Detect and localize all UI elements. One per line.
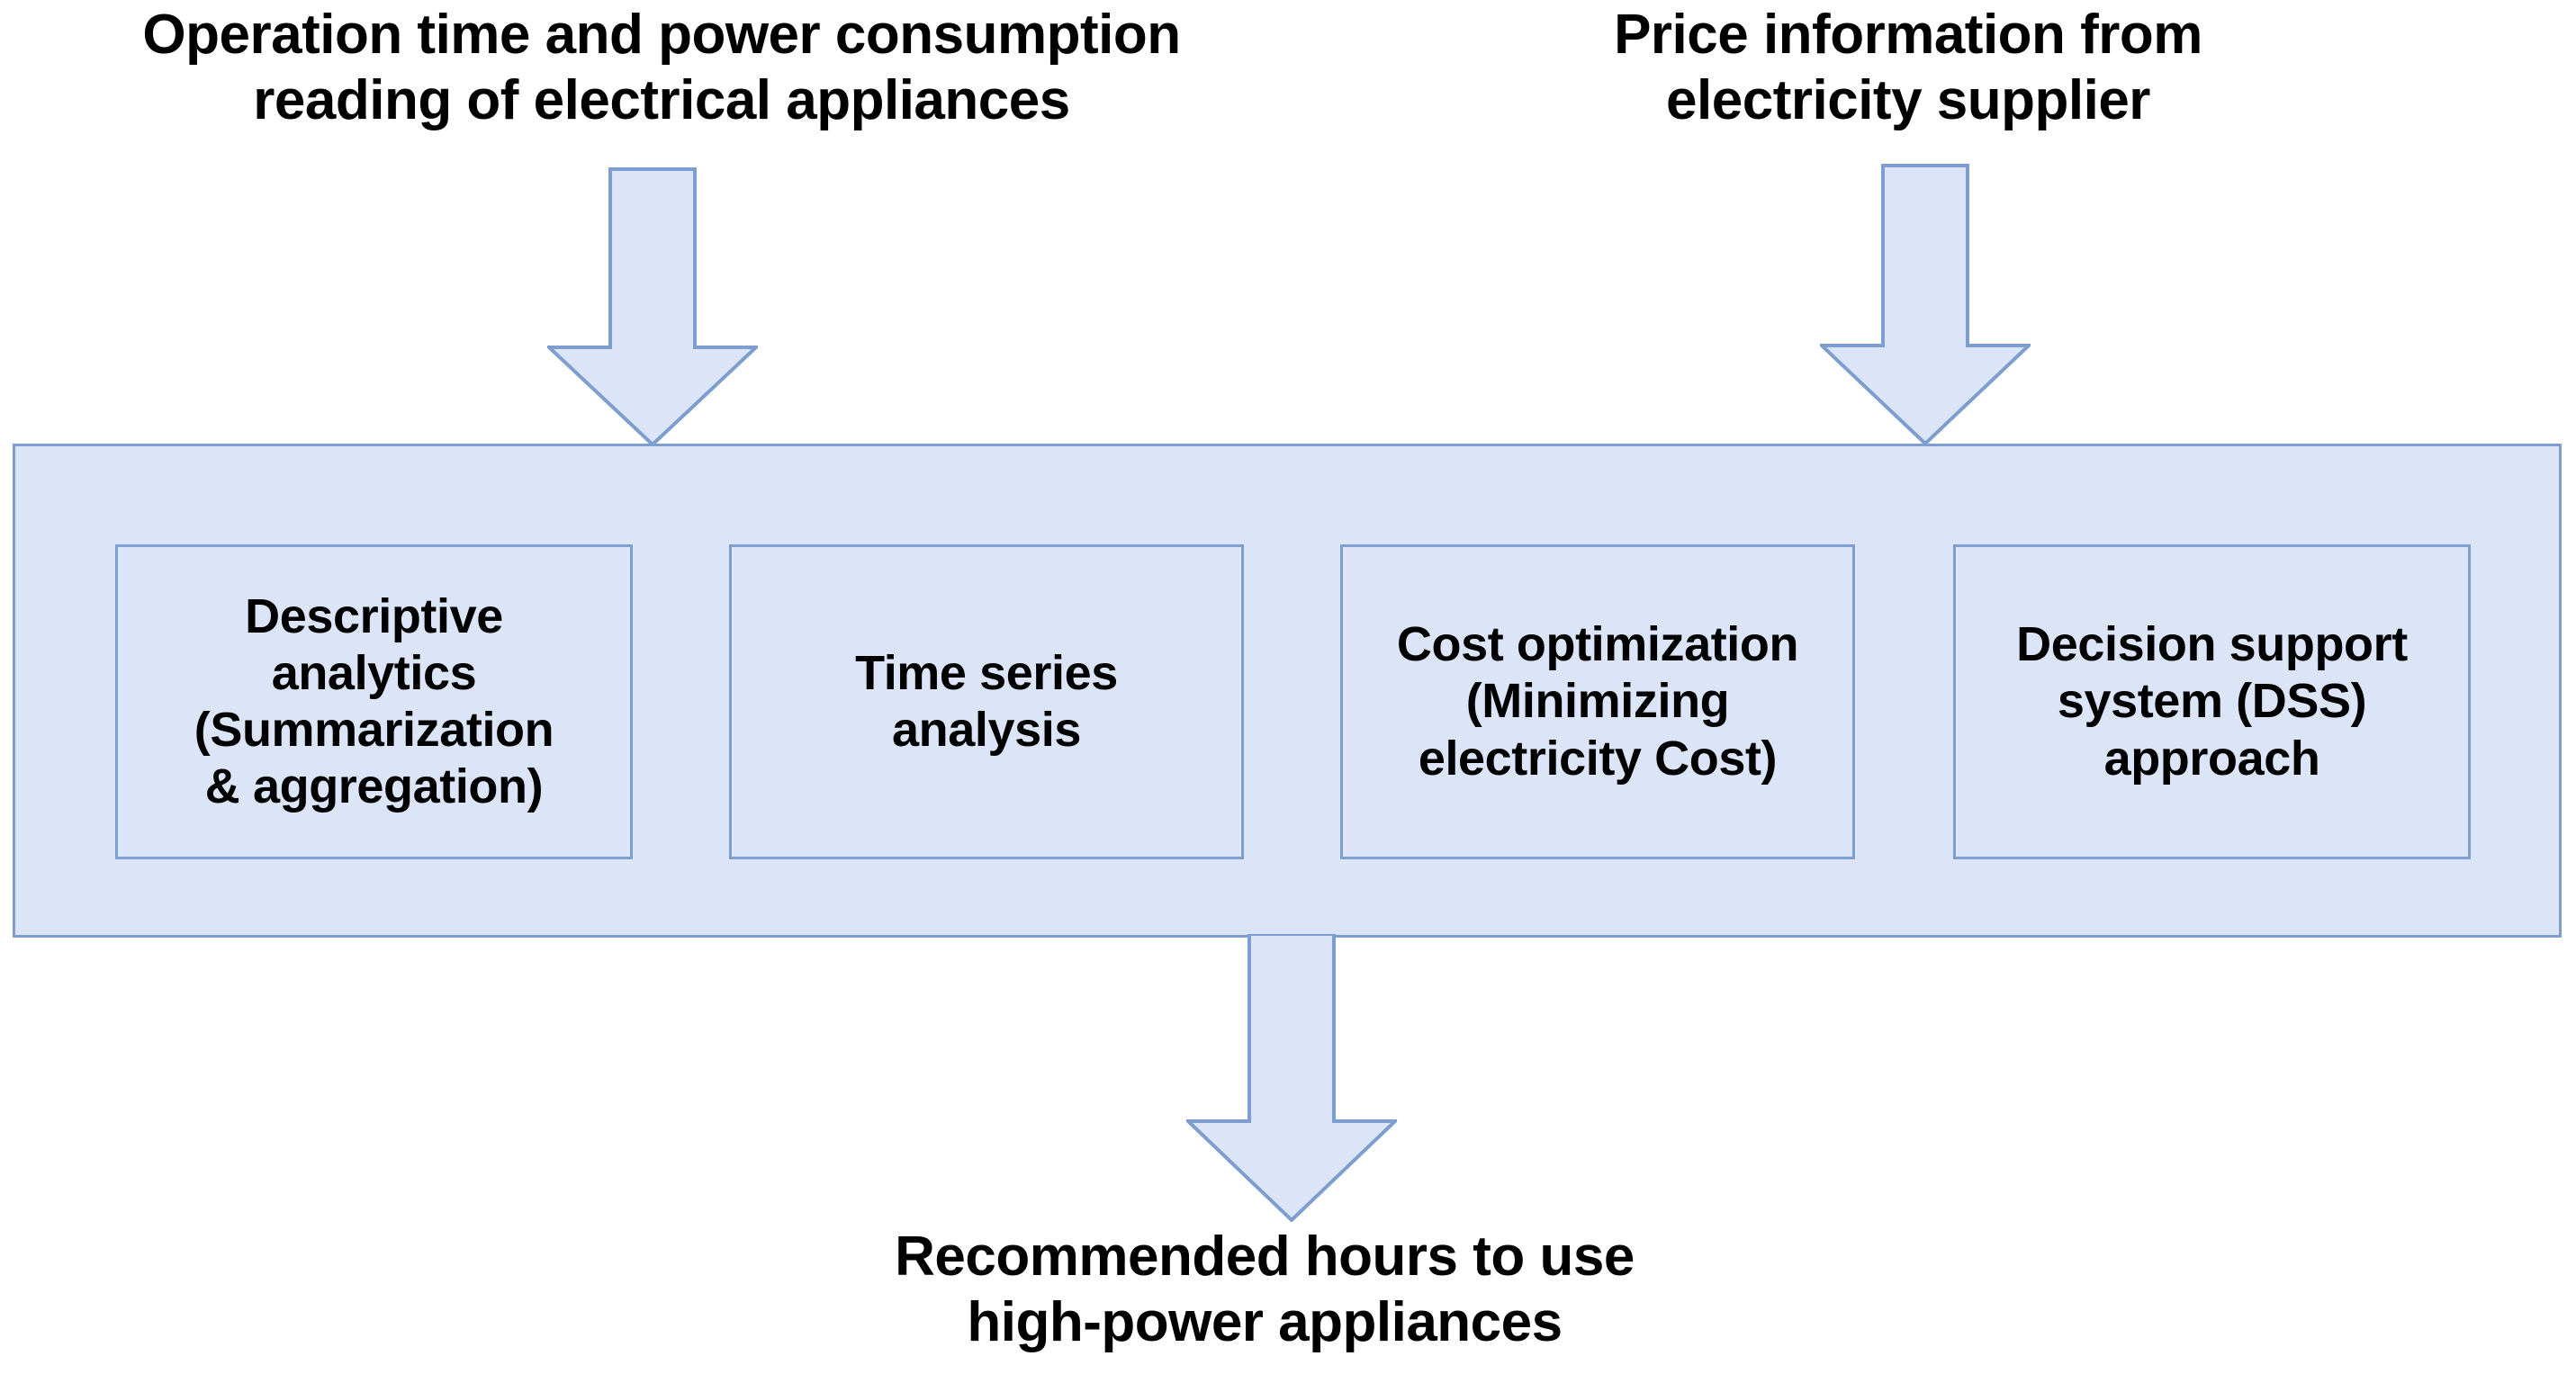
down-arrow-shape [1820, 164, 2031, 445]
stage-box-time-series-analysis[interactable]: Time series analysis [729, 544, 1244, 859]
down-arrow-icon-appliance-data [547, 167, 758, 446]
stage-box-decision-support-system[interactable]: Decision support system (DSS) approach [1953, 544, 2471, 859]
stage-box-descriptive-analytics[interactable]: Descriptive analytics (Summarization & a… [115, 544, 633, 859]
stage-box-cost-optimization[interactable]: Cost optimization (Minimizing electricit… [1340, 544, 1855, 859]
down-arrow-icon-output [1186, 934, 1397, 1222]
output-label-recommended-hours: Recommended hours to use high-power appl… [895, 1226, 1635, 1354]
input-label-appliance-data: Operation time and power consumption rea… [142, 4, 1181, 132]
down-arrow-icon-price-data [1820, 164, 2031, 445]
down-arrow-shape [1186, 934, 1397, 1222]
input-label-price-data: Price information from electricity suppl… [1614, 4, 2202, 132]
down-arrow-shape [547, 167, 758, 446]
